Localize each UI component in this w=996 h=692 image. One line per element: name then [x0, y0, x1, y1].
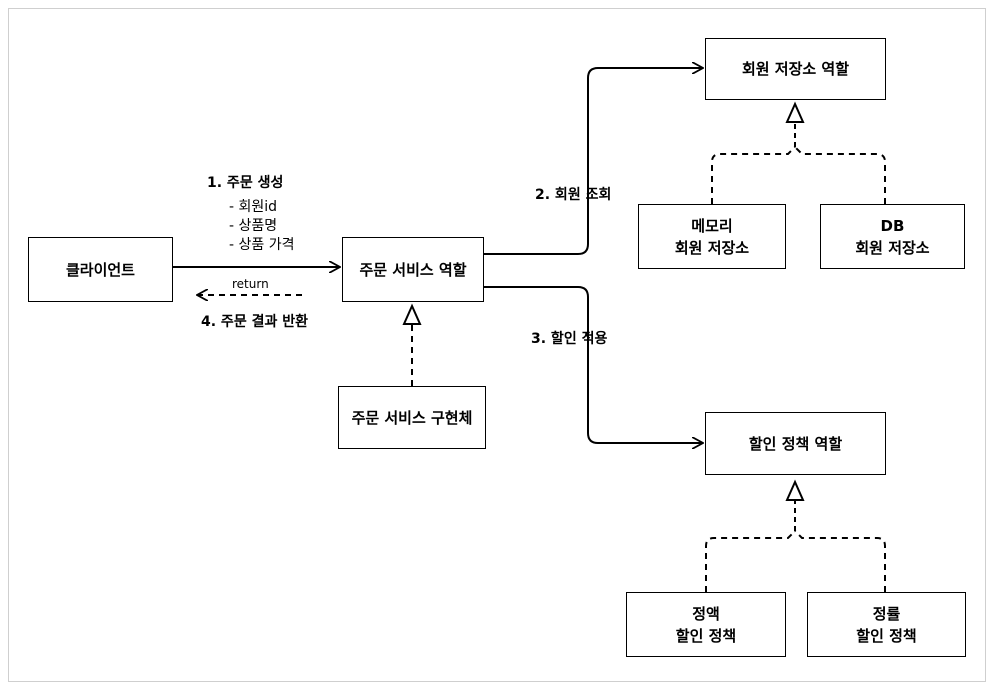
discount-realization-triangle	[785, 479, 805, 501]
order-service-impl-box: 주문 서비스 구현체	[338, 386, 486, 449]
rate-discount-line1: 정률	[872, 604, 901, 623]
apply-discount-label: 3. 할인 적용	[531, 331, 608, 347]
memory-repo-realization	[711, 146, 796, 204]
fixed-discount-realization	[705, 530, 796, 592]
client-label: 클라이언트	[65, 260, 135, 279]
create-order-param-member-id: - 회원id	[229, 199, 278, 215]
memory-repo-box: 메모리 회원 저장소	[638, 204, 786, 269]
member-repo-role-label: 회원 저장소 역할	[741, 60, 850, 78]
rate-discount-realization	[794, 530, 886, 592]
order-service-impl-label: 주문 서비스 구현체	[351, 408, 473, 427]
db-repo-realization	[794, 146, 886, 204]
create-order-param-item-price: - 상품 가격	[229, 237, 295, 253]
return-label: return	[232, 277, 269, 291]
apply-discount-arrow	[484, 286, 703, 443]
rate-discount-box: 정률 할인 정책	[807, 592, 966, 657]
db-repo-line2: 회원 저장소	[855, 238, 930, 257]
create-order-param-item-name: - 상품명	[229, 218, 278, 234]
fixed-discount-box: 정액 할인 정책	[626, 592, 786, 657]
db-repo-line1: DB	[880, 216, 905, 235]
diagram-frame	[8, 8, 986, 682]
client-box: 클라이언트	[28, 237, 173, 302]
order-service-role-box: 주문 서비스 역할	[342, 237, 484, 302]
discount-policy-role-box: 할인 정책 역할	[705, 412, 886, 475]
memory-repo-line1: 메모리	[691, 216, 733, 235]
fixed-discount-line2: 할인 정책	[675, 626, 737, 645]
order-realization-triangle	[402, 303, 422, 325]
memory-repo-line2: 회원 저장소	[674, 238, 750, 257]
discount-policy-role-label: 할인 정책 역할	[748, 434, 843, 453]
db-repo-box: DB 회원 저장소	[820, 204, 965, 269]
rate-discount-line2: 할인 정책	[856, 626, 917, 645]
fixed-discount-line1: 정액	[692, 604, 720, 623]
lookup-member-arrow	[484, 68, 703, 255]
return-result-label: 4. 주문 결과 반환	[201, 314, 308, 330]
member-repo-role-box: 회원 저장소 역할	[705, 38, 886, 100]
create-order-title: 1. 주문 생성	[207, 175, 284, 191]
member-realization-triangle	[785, 101, 805, 123]
order-service-role-label: 주문 서비스 역할	[359, 260, 467, 279]
lookup-member-label: 2. 회원 조회	[535, 187, 612, 203]
